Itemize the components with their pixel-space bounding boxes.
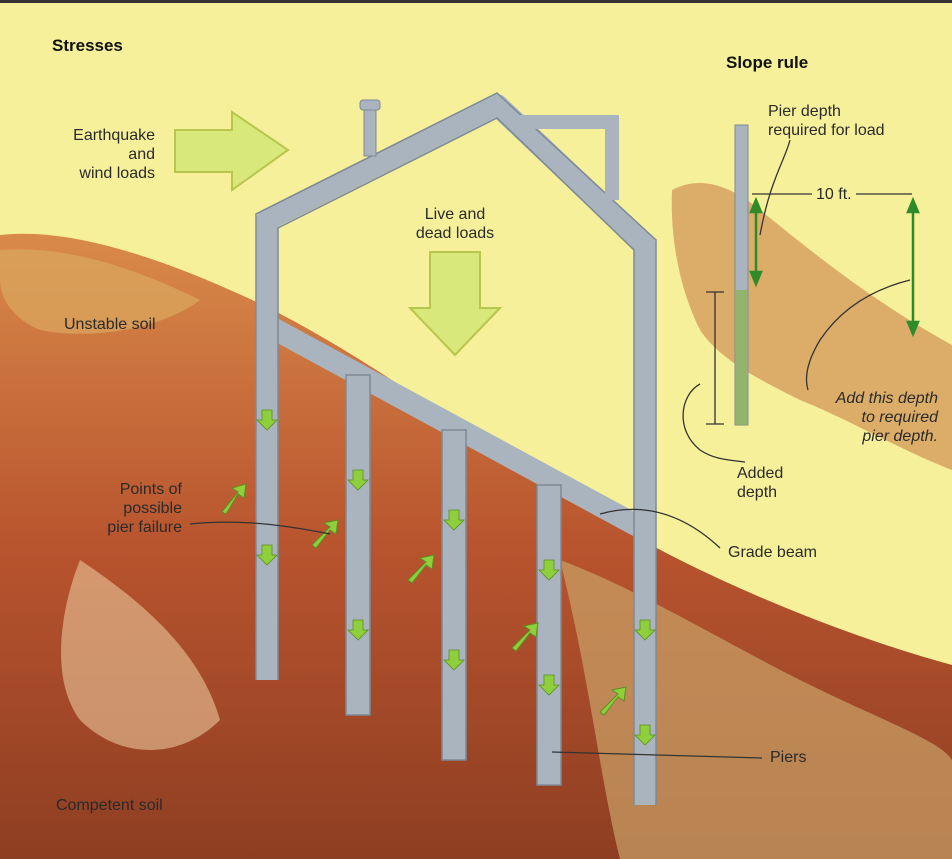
- add-depth-line-2: to required: [790, 408, 938, 427]
- earthquake-line-3: wind loads: [40, 164, 155, 183]
- pier-2: [346, 375, 370, 715]
- add-depth-line-1: Add this depth: [790, 389, 938, 408]
- add-depth-line-3: pier depth.: [790, 427, 938, 446]
- earthquake-line-2: and: [40, 145, 155, 164]
- pier-depth-line-1: Pier depth: [768, 102, 885, 121]
- piers-label: Piers: [770, 748, 806, 767]
- chimney-cap: [360, 100, 380, 110]
- competent-soil-label: Competent soil: [56, 796, 163, 815]
- pier-failure-line-3: pier failure: [60, 518, 182, 537]
- earthquake-label: Earthquake and wind loads: [40, 126, 155, 183]
- pier-4: [537, 485, 561, 785]
- pier-failure-line-1: Points of: [60, 480, 182, 499]
- live-dead-line-2: dead loads: [400, 224, 510, 243]
- earthquake-line-1: Earthquake: [40, 126, 155, 145]
- top-border: [0, 0, 952, 3]
- pier-failure-label: Points of possible pier failure: [60, 480, 182, 537]
- chimney: [364, 106, 376, 156]
- pier-depth-label: Pier depth required for load: [768, 102, 885, 140]
- ten-ft-label: 10 ft.: [812, 185, 856, 204]
- pier-failure-line-2: possible: [60, 499, 182, 518]
- stresses-heading: Stresses: [52, 36, 123, 55]
- added-depth-line-2: depth: [737, 483, 783, 502]
- pier-depth-line-2: required for load: [768, 121, 885, 140]
- grade-beam-label: Grade beam: [728, 543, 817, 562]
- unstable-soil-label: Unstable soil: [64, 315, 156, 334]
- live-dead-label: Live and dead loads: [400, 205, 510, 243]
- added-depth-line-1: Added: [737, 464, 783, 483]
- added-depth-label: Added depth: [737, 464, 783, 502]
- added-depth-segment: [735, 290, 748, 425]
- live-dead-line-1: Live and: [400, 205, 510, 224]
- slope-rule-heading: Slope rule: [726, 53, 808, 72]
- add-depth-label: Add this depth to required pier depth.: [790, 389, 938, 446]
- pier-3: [442, 430, 466, 760]
